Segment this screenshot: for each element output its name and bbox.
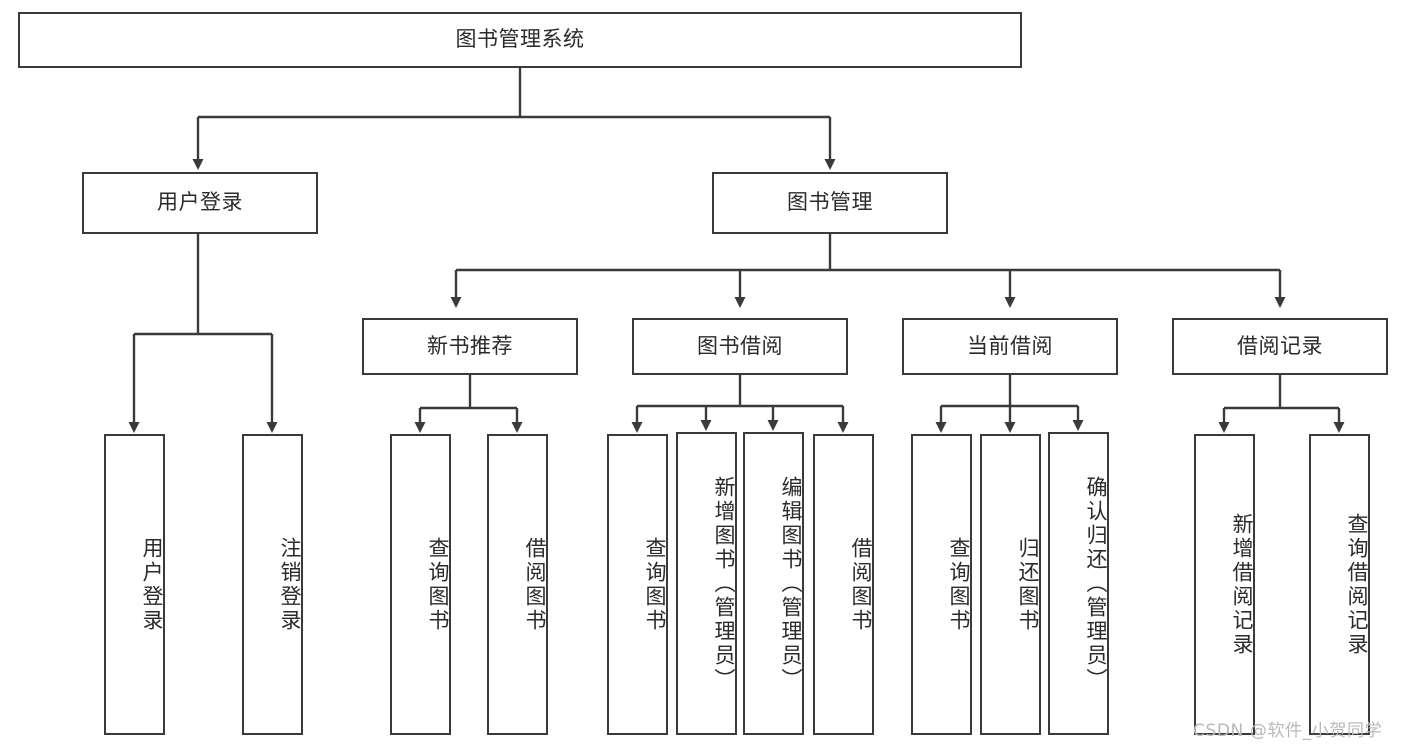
node-label: 新增借阅记录	[1230, 512, 1254, 657]
node-book-borrow[interactable]: 图书借阅	[632, 318, 848, 375]
leaf-edit-book-admin[interactable]: 编辑图书（管理员）	[743, 432, 804, 735]
leaf-add-book-admin[interactable]: 新增图书（管理员）	[676, 432, 737, 735]
csdn-watermark: CSDN @软件_小贺同学	[1193, 721, 1383, 741]
leaf-add-borrow-record[interactable]: 新增借阅记录	[1194, 434, 1255, 735]
leaf-confirm-return-admin[interactable]: 确认归还（管理员）	[1048, 432, 1109, 735]
node-label: 借阅记录	[1237, 333, 1323, 358]
node-label: 新书推荐	[427, 333, 513, 358]
node-label: 查询图书	[643, 536, 667, 633]
node-label: 用户登录	[140, 536, 164, 633]
leaf-query-book-current[interactable]: 查询图书	[911, 434, 972, 735]
node-label: 编辑图书（管理员）	[779, 475, 803, 692]
node-label: 借阅图书	[523, 536, 547, 633]
leaf-user-login[interactable]: 用户登录	[104, 434, 165, 735]
node-label: 借阅图书	[849, 536, 873, 633]
node-book-management-system[interactable]: 图书管理系统	[18, 12, 1022, 68]
node-label: 查询图书	[947, 536, 971, 633]
leaf-borrow-book[interactable]: 借阅图书	[813, 434, 874, 735]
node-label: 图书管理系统	[455, 27, 585, 52]
leaf-query-book-borrow[interactable]: 查询图书	[607, 434, 668, 735]
node-label: 图书管理	[787, 190, 873, 215]
leaf-logout-login[interactable]: 注销登录	[242, 434, 303, 735]
node-book-management[interactable]: 图书管理	[712, 172, 948, 234]
node-label: 新增图书（管理员）	[712, 475, 736, 692]
node-label: 当前借阅	[967, 333, 1053, 358]
node-label: 查询借阅记录	[1345, 512, 1369, 657]
node-label: 归还图书	[1016, 536, 1040, 633]
node-label: 查询图书	[426, 536, 450, 633]
node-label: 用户登录	[157, 190, 243, 215]
node-new-book-recommend[interactable]: 新书推荐	[362, 318, 578, 375]
node-label: 图书借阅	[697, 333, 783, 358]
leaf-return-book[interactable]: 归还图书	[980, 434, 1041, 735]
leaf-query-borrow-record[interactable]: 查询借阅记录	[1309, 434, 1370, 735]
node-user-login[interactable]: 用户登录	[82, 172, 318, 234]
leaf-query-book-recommend[interactable]: 查询图书	[390, 434, 451, 735]
node-label: 注销登录	[278, 536, 302, 633]
node-current-borrow[interactable]: 当前借阅	[902, 318, 1118, 375]
node-borrow-record[interactable]: 借阅记录	[1172, 318, 1388, 375]
leaf-borrow-book-recommend[interactable]: 借阅图书	[487, 434, 548, 735]
node-label: 确认归还（管理员）	[1084, 475, 1108, 692]
